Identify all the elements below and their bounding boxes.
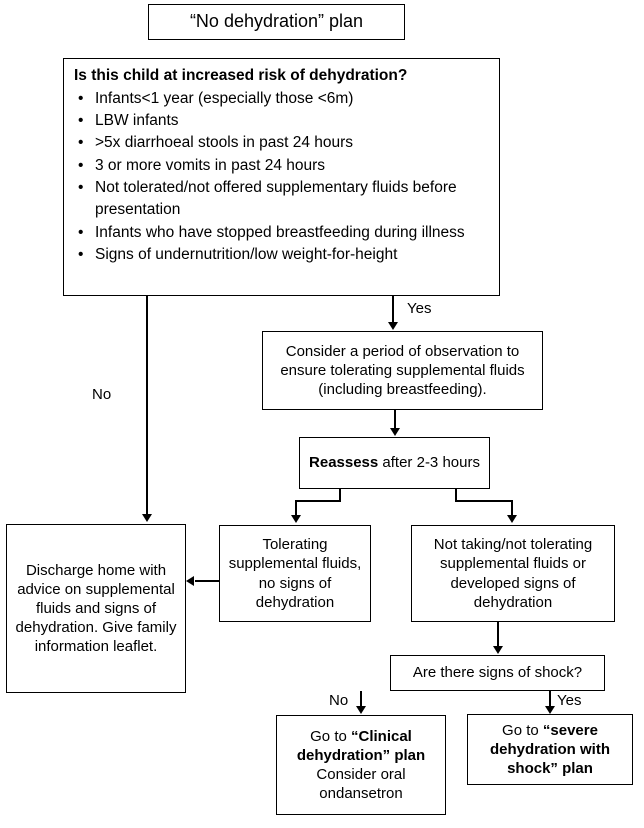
edge-reassess-tolerating-arrowhead	[291, 515, 301, 523]
edge-tolerating-discharge-line	[195, 580, 219, 582]
diagram-title: “No dehydration” plan	[189, 11, 364, 32]
list-item: >5x diarrhoeal stools in past 24 hours	[74, 132, 489, 155]
list-item: LBW infants	[74, 110, 489, 133]
clinical-plan-bold: “Clinical dehydration” plan	[296, 727, 426, 764]
edge-reassess-tolerating-drop	[295, 500, 297, 517]
reassess-bold-word: Reassess	[309, 454, 379, 472]
clinical-plan-prefix: Go to	[310, 727, 351, 745]
risk-factor-list: Infants<1 year (especially those <6m) LB…	[74, 88, 489, 267]
edge-nottaking-shock-arrowhead	[493, 646, 503, 654]
clinical-plan-extra: Consider oral ondansetron	[316, 766, 406, 803]
tolerating-text: Tolerating supplemental fluids, no signs…	[228, 536, 362, 611]
edge-risk-no-line	[146, 296, 148, 515]
edge-reassess-nottaking-arrowhead	[507, 515, 517, 523]
edge-observation-reassess-arrowhead	[390, 428, 400, 436]
edge-label-shock-no: No	[329, 692, 349, 709]
discharge-home-box: Discharge home with advice on supplement…	[6, 524, 186, 693]
risk-question-heading: Is this child at increased risk of dehyd…	[74, 67, 408, 84]
edge-reassess-tolerating-stub	[339, 489, 341, 501]
edge-observation-reassess-line	[394, 410, 396, 429]
clinical-plan-text: Go to “Clinical dehydration” plan	[285, 727, 437, 765]
edge-shock-yes-arrowhead	[545, 706, 555, 714]
edge-nottaking-shock-line	[497, 622, 499, 647]
not-taking-text: Not taking/not tolerating supplemental f…	[433, 536, 593, 611]
edge-risk-no-arrowhead	[142, 514, 152, 522]
edge-label-risk-yes: Yes	[407, 300, 432, 317]
observation-text: Consider a period of observation to ensu…	[280, 342, 525, 399]
edge-risk-yes-arrowhead	[388, 322, 398, 330]
tolerating-fluids-box: Tolerating supplemental fluids, no signs…	[219, 525, 371, 622]
discharge-text: Discharge home with advice on supplement…	[15, 561, 177, 656]
edge-reassess-tolerating-horizontal	[295, 500, 341, 502]
severe-plan-bold: “severe dehydration with shock” plan	[490, 721, 610, 778]
edge-shock-yes-line	[549, 691, 551, 708]
edge-risk-yes-line	[392, 296, 394, 323]
risk-assessment-box: Is this child at increased risk of dehyd…	[63, 58, 500, 296]
observation-box: Consider a period of observation to ensu…	[262, 331, 543, 410]
list-item: Infants who have stopped breastfeeding d…	[74, 222, 489, 245]
reassess-text: Reassess after 2-3 hours	[309, 453, 480, 472]
edge-shock-no-line	[360, 691, 362, 708]
edge-shock-no-arrowhead	[356, 706, 366, 714]
severe-dehydration-shock-plan-box: Go to “severe dehydration with shock” pl…	[467, 714, 633, 785]
edge-label-risk-no: No	[92, 386, 112, 403]
edge-tolerating-discharge-arrowhead	[186, 576, 194, 586]
shock-question-box: Are there signs of shock?	[390, 655, 605, 691]
list-item: 3 or more vomits in past 24 hours	[74, 155, 489, 178]
severe-plan-text: Go to “severe dehydration with shock” pl…	[476, 721, 624, 779]
reassess-box: Reassess after 2-3 hours	[299, 437, 490, 489]
not-tolerating-fluids-box: Not taking/not tolerating supplemental f…	[411, 525, 615, 622]
severe-plan-prefix: Go to	[502, 721, 543, 739]
shock-question-text: Are there signs of shock?	[412, 664, 583, 682]
edge-reassess-nottaking-stub	[455, 489, 457, 501]
edge-reassess-nottaking-drop	[511, 500, 513, 517]
list-item: Infants<1 year (especially those <6m)	[74, 88, 489, 111]
diagram-title-box: “No dehydration” plan	[148, 4, 405, 40]
edge-label-shock-yes: Yes	[557, 692, 582, 709]
list-item: Not tolerated/not offered supplementary …	[74, 177, 489, 222]
clinical-dehydration-plan-box: Go to “Clinical dehydration” plan Consid…	[276, 715, 446, 815]
edge-reassess-nottaking-horizontal	[455, 500, 512, 502]
reassess-rest-text: after 2-3 hours	[378, 454, 480, 472]
list-item: Signs of undernutrition/low weight-for-h…	[74, 244, 489, 267]
